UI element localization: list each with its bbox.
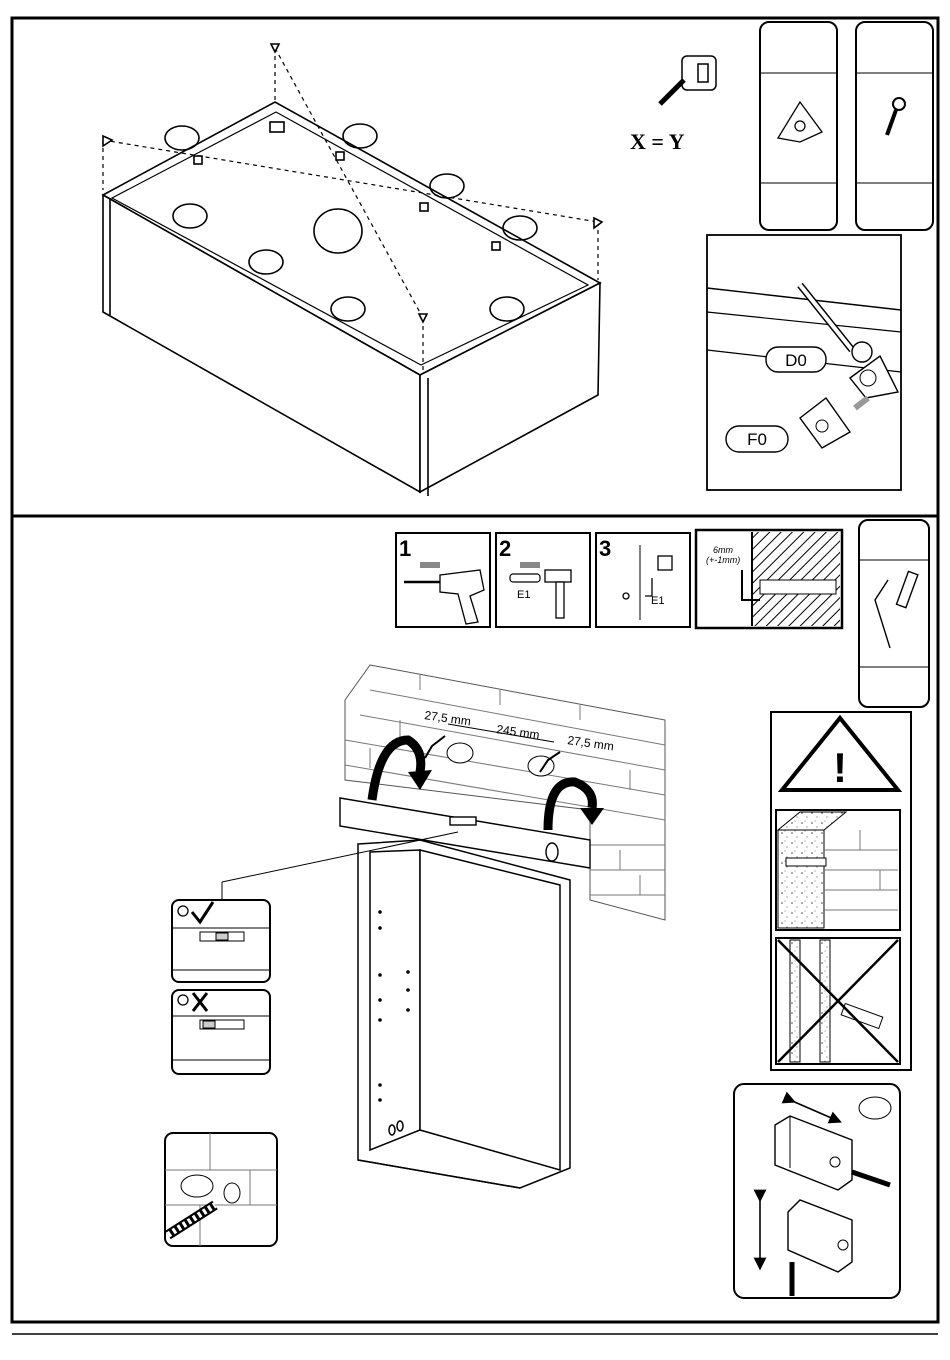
svg-text:!: ! — [833, 744, 847, 791]
part-label: E1 — [517, 589, 530, 601]
part-label: E1 — [651, 595, 664, 607]
wall-screw-detail — [165, 1133, 277, 1246]
warning-panel: ! — [771, 712, 911, 1070]
parts-card-hook — [859, 520, 929, 707]
depth-tolerance: (+-1mm) — [706, 555, 740, 565]
depth-note: 6mm — [713, 545, 734, 555]
step-box-1: 1 — [396, 533, 490, 627]
hanger-adjust-detail — [734, 1084, 900, 1298]
equation-text: X = Y — [630, 129, 685, 154]
parts-card-screw — [856, 22, 933, 230]
step-number: 2 — [499, 536, 511, 561]
step-number: 1 — [399, 536, 411, 561]
wall-depth-box: 6mm (+-1mm) — [696, 530, 842, 628]
step-box-2: 2 E1 — [496, 533, 590, 627]
level-check-correct — [172, 900, 270, 982]
parts-card-bracket — [760, 22, 837, 230]
callout-f0: F0 — [747, 430, 767, 449]
cabinet-top-view — [103, 44, 602, 496]
step-number: 3 — [599, 536, 611, 561]
cabinet-front — [358, 840, 570, 1188]
level-check-incorrect — [172, 990, 270, 1074]
tape-measure-icon — [660, 56, 716, 104]
bracket-detail-box: D0 F0 — [707, 235, 901, 490]
callout-d0: D0 — [785, 351, 807, 370]
step-box-3: 3 E1 — [596, 533, 690, 627]
